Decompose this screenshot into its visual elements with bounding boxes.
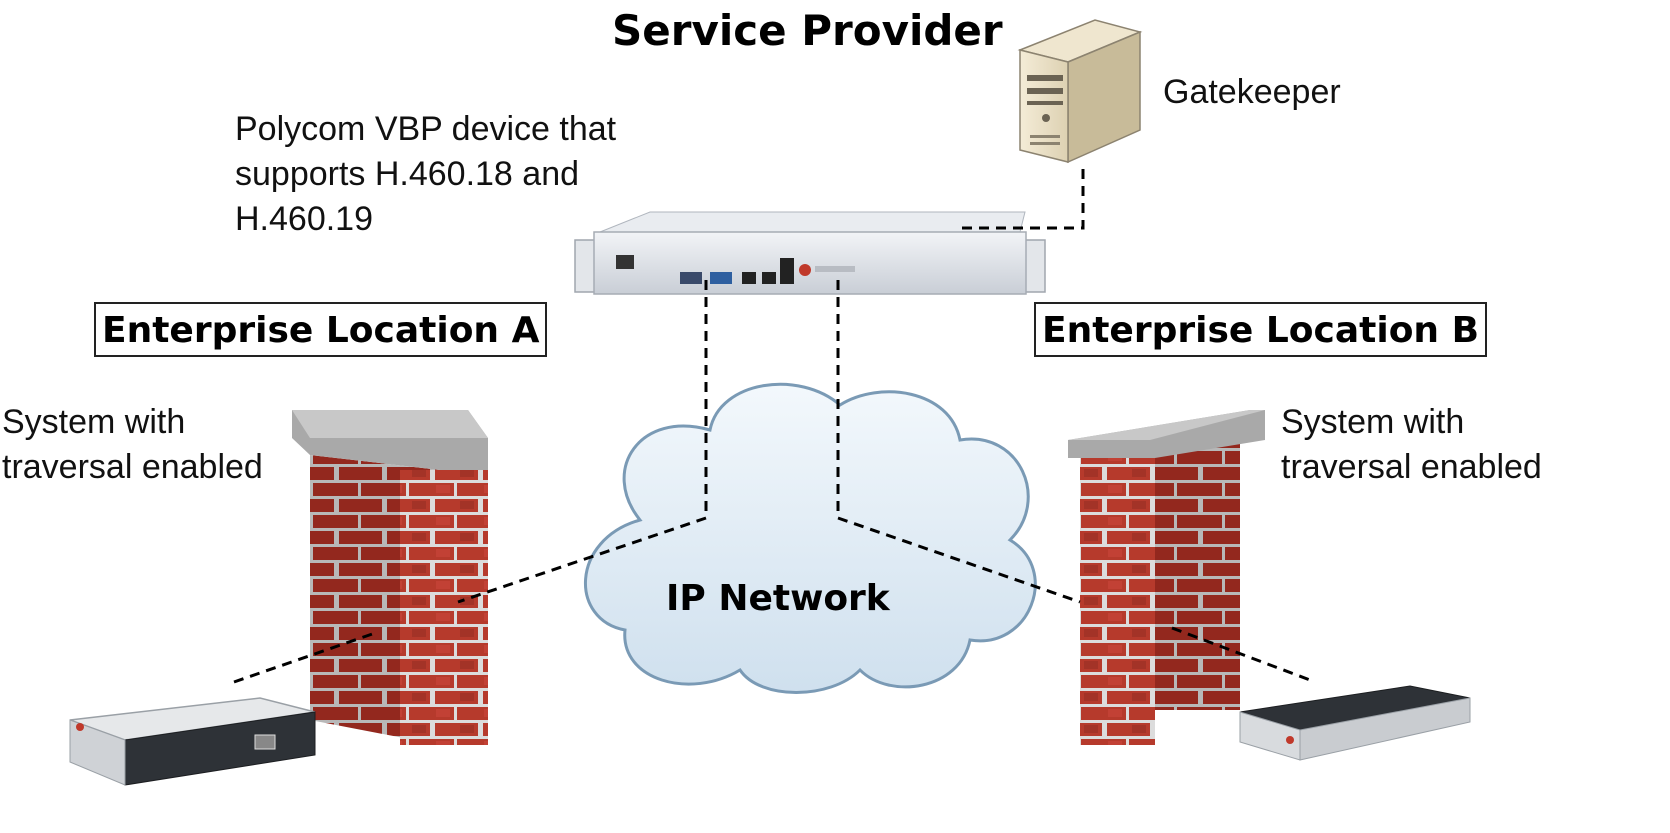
link-vbp-location-a (457, 280, 708, 604)
enterprise-location-b-label: Enterprise Location B (1034, 302, 1488, 357)
vbp-rack-device-icon (574, 211, 1046, 295)
vbp-label-line: Polycom VBP device that (235, 110, 617, 148)
link-endpoint-b-firewall (1171, 626, 1311, 682)
enterprise-location-a-label: Enterprise Location A (94, 302, 548, 357)
system-a-label-line: traversal enabled (2, 448, 263, 486)
system-a-label: System with traversal enabled (2, 400, 263, 490)
endpoint-right-icon (1239, 685, 1471, 761)
gatekeeper-server-icon (1017, 19, 1143, 164)
firewall-right-icon (1068, 410, 1265, 745)
diagram-title: Service Provider (612, 6, 1003, 55)
system-b-label-line: System with (1281, 403, 1465, 441)
link-vbp-location-b (836, 280, 1081, 604)
ip-network-label: IP Network (666, 578, 890, 619)
ip-network-cloud (583, 382, 1037, 694)
vbp-label-line: supports H.460.18 and (235, 155, 580, 193)
vbp-device-label: Polycom VBP device that supports H.460.1… (235, 107, 616, 242)
link-endpoint-a-firewall (233, 630, 379, 684)
system-a-label-line: System with (2, 403, 186, 441)
endpoint-left-icon (69, 697, 316, 786)
firewall-left-icon (292, 410, 488, 745)
system-b-label-line: traversal enabled (1281, 448, 1542, 486)
vbp-label-line: H.460.19 (235, 200, 373, 238)
link-vbp-gatekeeper (962, 162, 1085, 230)
gatekeeper-label: Gatekeeper (1163, 73, 1341, 111)
system-b-label: System with traversal enabled (1281, 400, 1542, 490)
